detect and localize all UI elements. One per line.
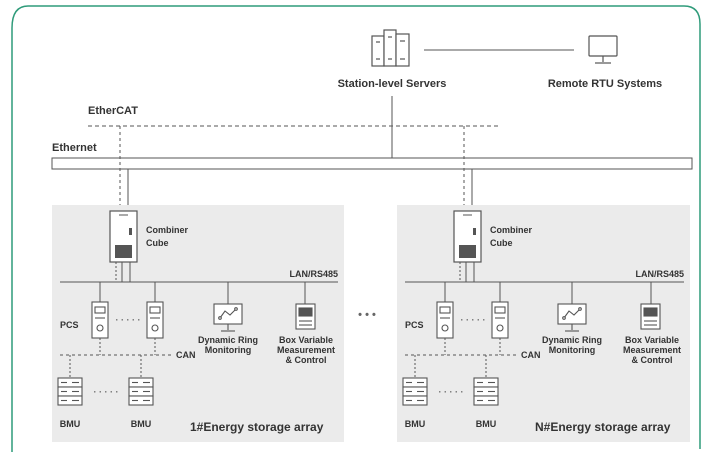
array-title: N#Energy storage array (535, 420, 671, 434)
ring-label-line2: Monitoring (549, 345, 596, 355)
bmu-left-icon (402, 377, 428, 406)
lan-rs485-label: LAN/RS485 (635, 269, 684, 279)
remote-rtu-monitor-icon (588, 35, 618, 64)
box-label-line2: Measurement (277, 345, 335, 355)
box-label-line2: Measurement (623, 345, 681, 355)
pcs-left-icon (436, 301, 454, 339)
combiner-label-line2: Cube (146, 238, 169, 248)
energy-storage-array-1: Combiner Cube LAN/RS485 PCS · · · · · (52, 205, 344, 442)
pcs-right-icon (146, 301, 164, 339)
bmu-right-label: BMU (131, 419, 152, 429)
pcs-label: PCS (60, 320, 79, 330)
ethernet-label: Ethernet (52, 142, 97, 154)
combiner-cube-icon (109, 210, 138, 263)
remote-rtu-label: Remote RTU Systems (548, 78, 662, 90)
box-label-line3: & Control (632, 355, 673, 365)
can-label: CAN (176, 350, 196, 360)
box-label-line1: Box Variable (279, 335, 333, 345)
bmu-left-label: BMU (60, 419, 81, 429)
lan-rs485-label: LAN/RS485 (289, 269, 338, 279)
outer-frame (11, 5, 701, 452)
energy-storage-array-n: Combiner Cube LAN/RS485 PCS · · · · · (397, 205, 690, 442)
ring-label-line1: Dynamic Ring (542, 335, 602, 345)
station-servers-label: Station-level Servers (338, 78, 447, 90)
can-label: CAN (521, 350, 541, 360)
pcs-ellipsis: · · · · · (116, 315, 141, 325)
pcs-left-icon (91, 301, 109, 339)
box-label-line1: Box Variable (625, 335, 679, 345)
ethernet-bus (51, 157, 693, 170)
pcs-label: PCS (405, 320, 424, 330)
bmu-ellipsis: · · · · · (94, 387, 119, 397)
ring-label-line1: Dynamic Ring (198, 335, 258, 345)
bmu-left-label: BMU (405, 419, 426, 429)
dynamic-ring-monitor-icon (557, 303, 587, 332)
pcs-right-icon (491, 301, 509, 339)
box-variable-meter-icon (295, 303, 316, 330)
combiner-label-line1: Combiner (490, 225, 533, 235)
ring-label-line2: Monitoring (205, 345, 252, 355)
bmu-left-icon (57, 377, 83, 406)
arrays-ellipsis: • • • (358, 309, 376, 321)
bmu-ellipsis: · · · · · (439, 387, 464, 397)
ethercat-label: EtherCAT (88, 105, 138, 117)
box-variable-meter-icon (640, 303, 661, 330)
bmu-right-icon (473, 377, 499, 406)
pcs-ellipsis: · · · · · (461, 315, 486, 325)
combiner-label-line1: Combiner (146, 225, 189, 235)
bmu-right-label: BMU (476, 419, 497, 429)
box-label-line3: & Control (286, 355, 327, 365)
combiner-label-line2: Cube (490, 238, 513, 248)
station-servers-icon (371, 29, 410, 67)
array-title: 1#Energy storage array (190, 420, 324, 434)
dynamic-ring-monitor-icon (213, 303, 243, 332)
bmu-right-icon (128, 377, 154, 406)
combiner-cube-icon (453, 210, 482, 263)
